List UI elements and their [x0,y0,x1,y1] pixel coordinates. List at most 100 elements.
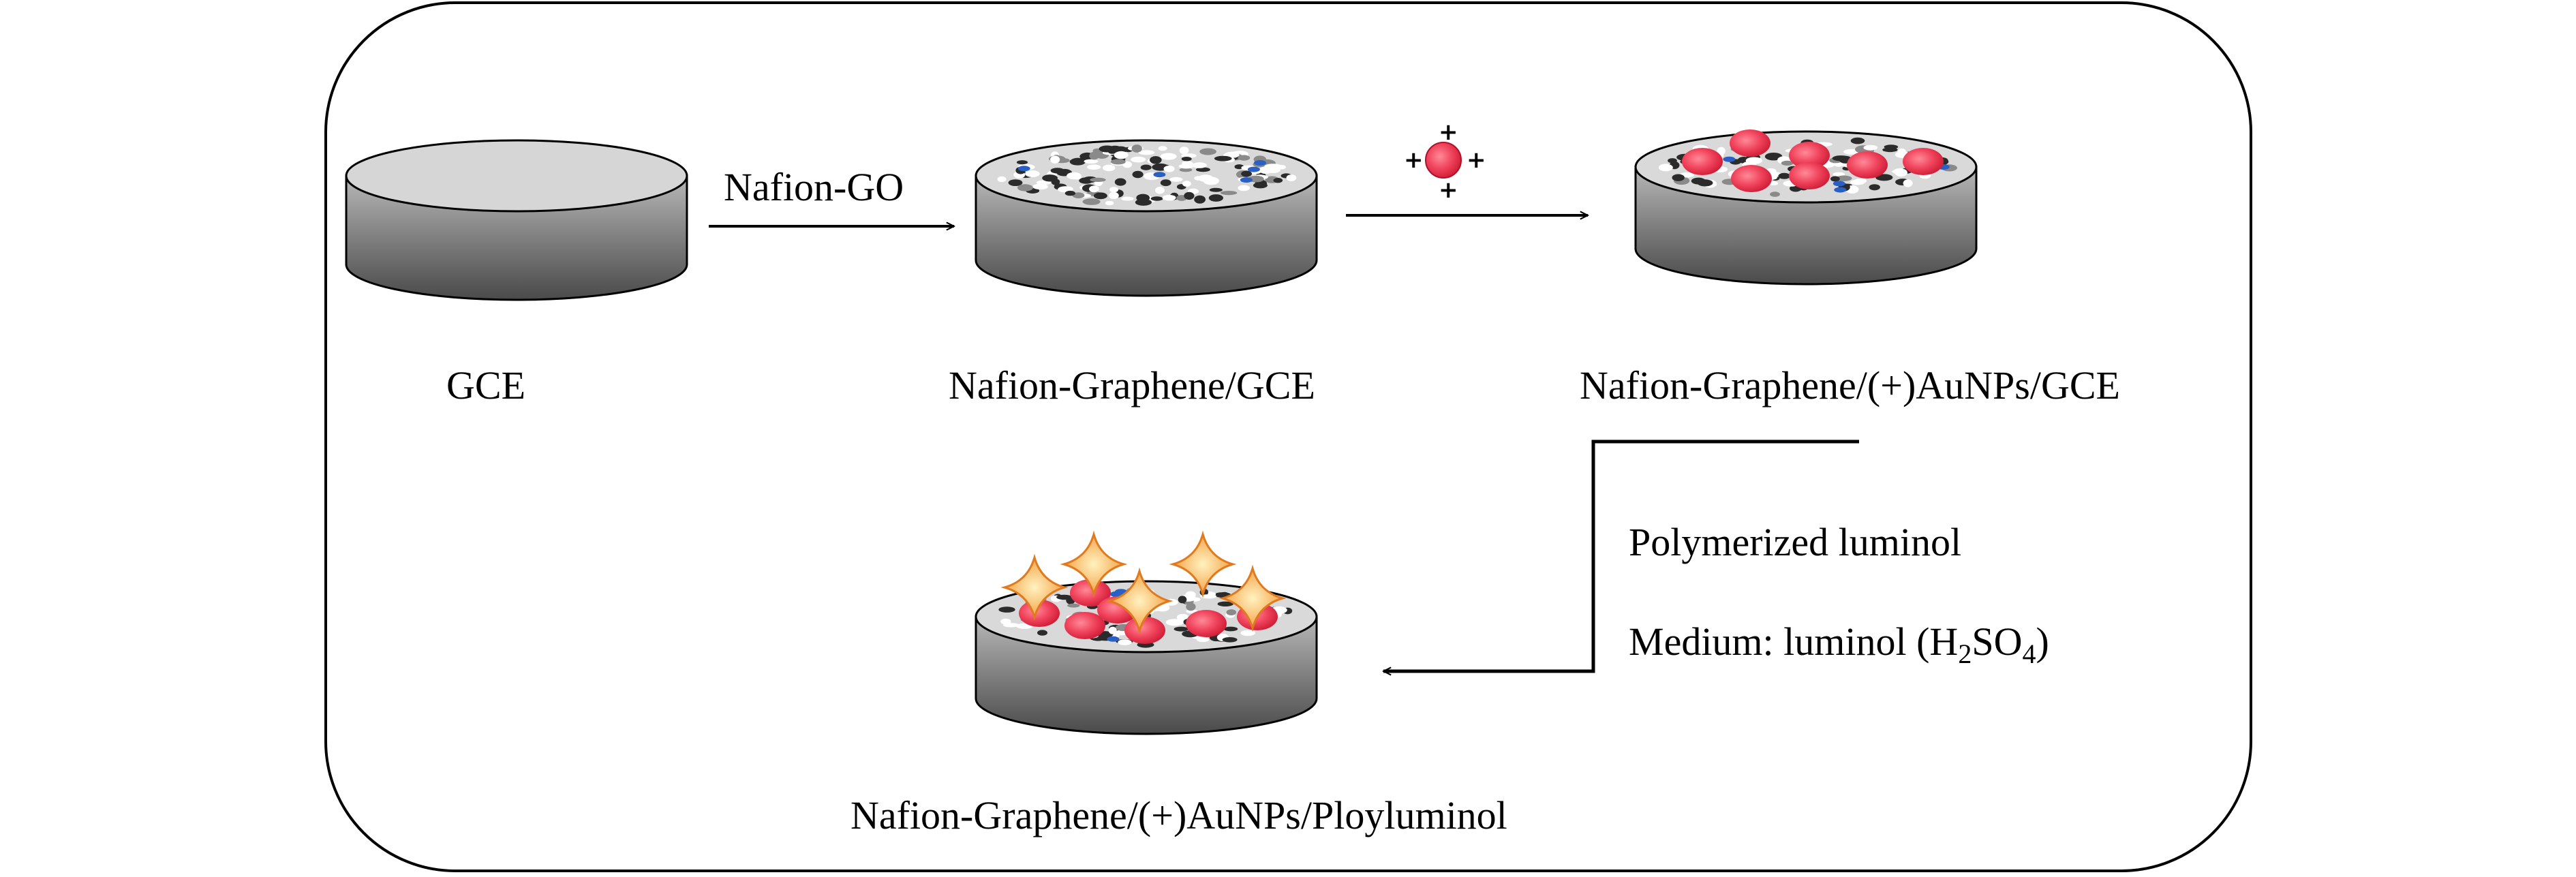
graphene-flake [1833,161,1845,167]
graphene-flake [1863,144,1877,151]
graphene-flake [1286,174,1297,181]
graphene-flake [1036,180,1051,185]
graphene-flake [1108,626,1117,634]
graphene-flake [1114,178,1126,186]
graphene-flake [1182,181,1191,187]
nafion-dot [1834,187,1847,193]
graphene-flake [1197,174,1214,182]
sparkle-group [1000,530,1287,635]
graphene-flake [1697,179,1713,187]
sparkle-icon [1000,553,1069,621]
charge-plus-top: + [1439,119,1458,146]
graphene-flake [1833,172,1845,176]
graphene-flake [1158,146,1167,151]
graphene-flake [1184,191,1195,200]
aunp-particle [1070,579,1111,606]
graphene-flake [1180,149,1189,154]
graphene-flake [1208,194,1223,202]
graphene-flake [1025,170,1040,177]
graphene-flake [1154,187,1165,194]
graphene-flake [1892,169,1906,174]
graphene-flake [1136,194,1150,202]
graphene-flake [1778,172,1790,179]
nafion-dot [1247,166,1260,172]
sparkle-icon [1218,564,1287,632]
graphene-flake [1240,630,1255,636]
graphene-flake [1050,155,1060,164]
graphene-flake [1226,609,1237,616]
graphene-flake [1882,147,1898,153]
graphene-flake [1241,170,1252,177]
graphene-flake [1223,626,1238,632]
graphene-flake [1071,157,1085,164]
nafion-dot [1017,166,1030,172]
graphene-flake [1131,144,1142,153]
graphene-flake [1103,164,1116,172]
graphene-flake [1067,172,1082,180]
graphene-flake [1194,195,1206,204]
graphene-flake [1150,156,1162,164]
medium-so: SO [1972,619,2023,664]
nafion-dot [1723,156,1736,162]
graphene-flake [1163,166,1175,172]
graphene-flake [1770,191,1780,197]
sparkle-icon [1060,530,1128,598]
electrode-polyluminol [975,530,1318,735]
graphene-flake [1217,601,1233,606]
label-gce: GCE [446,363,525,407]
graphene-flake [1181,157,1192,161]
charge-plus-bottom: + [1439,176,1458,204]
graphene-flake [997,176,1007,183]
graphene-flake [1110,159,1126,165]
graphene-flake [1174,626,1189,632]
graphene-flake [1072,192,1085,199]
graphene-flake [1064,190,1076,196]
graphene-texture [997,144,1297,206]
electrode-nafion-graphene [975,139,1318,297]
graphene-flake [1087,164,1101,170]
graphene-flake [1273,178,1283,183]
graphene-flake [1042,174,1058,182]
graphene-flake [1113,146,1128,153]
graphene-flake [1222,637,1238,643]
graphene-flake [1200,594,1217,599]
graphene-flake [1897,148,1906,155]
graphene-flake [1037,630,1047,636]
graphene-flake [1179,168,1193,172]
arrow-polymerization [1383,440,1859,671]
graphene-flake [1781,160,1794,166]
graphene-flake [1238,155,1251,161]
graphene-flake [1214,155,1232,161]
graphene-flake [1169,176,1183,182]
graphene-flake [1220,191,1238,196]
graphene-flake [1084,159,1099,164]
graphene-flake [1195,167,1210,172]
graphene-flake [1016,160,1028,165]
aunp-particle [1789,142,1830,169]
graphene-flake [1903,179,1913,187]
graphene-flake [1131,156,1146,163]
graphene-flake [1109,187,1119,193]
graphene-flake [1079,177,1093,184]
graphene-flake [1850,137,1865,144]
label-medium: Medium: luminol (H2SO4) [1629,622,2049,668]
graphene-flake [1192,162,1207,168]
sparkle-icon [1169,530,1237,598]
aunp-particle [1064,612,1105,639]
graphene-flake [1854,178,1867,184]
electrode-gce [345,139,688,301]
graphene-flake [1090,177,1106,182]
reagent-aunp: + + + + [1404,119,1486,204]
aunp-particle [1682,148,1723,175]
label-nafion-go: Nafion-GO [724,165,904,209]
nafion-dot [1107,636,1120,642]
graphene-flake [1162,194,1176,201]
graphene-flake [1658,164,1673,172]
graphene-flake [1067,603,1080,608]
aunp-particle [1847,151,1888,179]
electrode-aunps [1634,129,1978,286]
graphene-flake [1165,619,1184,626]
graphene-flake [1150,196,1163,201]
graphene-flake [1160,153,1177,160]
